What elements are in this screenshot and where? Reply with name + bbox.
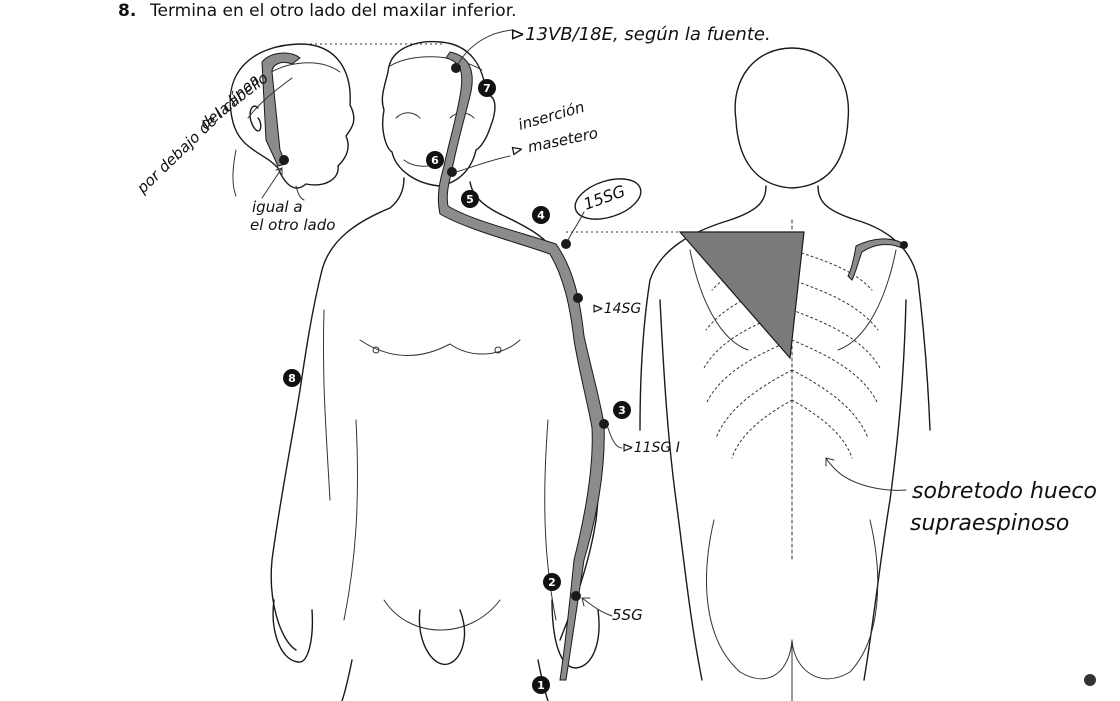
channel-point-wrist: [571, 591, 581, 601]
scan-speck: [1084, 674, 1096, 686]
svg-text:4: 4: [537, 209, 545, 222]
point-marker-7: 7: [478, 79, 496, 97]
channel-point-arm: [573, 293, 583, 303]
elbow-arrow: [608, 428, 622, 448]
shaded-triangle-region: [680, 232, 804, 358]
channel-point-top: [451, 63, 461, 73]
annotation-other-side-1: igual a: [252, 198, 303, 216]
svg-text:3: 3: [618, 404, 626, 417]
point-marker-5: 5: [461, 190, 479, 208]
svg-text:1: 1: [537, 679, 545, 692]
header-number: 8.: [118, 1, 136, 21]
annotation-arm-14: ⊳14SG: [592, 301, 641, 317]
point-marker-3: 3: [613, 401, 631, 419]
annotation-spine-1: sobretodo hueco: [912, 479, 1097, 504]
point-marker-6: 6: [426, 151, 444, 169]
svg-text:2: 2: [548, 576, 556, 589]
point-marker-1: 1: [532, 676, 550, 694]
channel-point-shoulder: [561, 239, 571, 249]
back-figure: [640, 48, 930, 701]
other-side-arrow: [262, 168, 282, 198]
annotation-spine-2: supraespinoso: [910, 511, 1069, 536]
svg-text:5: 5: [466, 193, 474, 206]
point-marker-4: 4: [532, 206, 550, 224]
point-marker-8: 8: [283, 369, 301, 387]
back-shoulder-channel: [848, 239, 904, 280]
side-head-point: [279, 155, 289, 165]
annotation-shoulder: 15SG: [581, 181, 628, 214]
header-text: Termina en el otro lado del maxilar infe…: [149, 1, 517, 21]
annotation-other-side-2: el otro lado: [250, 216, 335, 234]
masseter-arrow: [456, 156, 510, 172]
svg-text:7: 7: [483, 82, 491, 95]
annotation-source: ⊳13VB/18E, según la fuente.: [510, 24, 771, 45]
svg-text:6: 6: [431, 154, 439, 167]
wrist-arrow: [582, 598, 612, 616]
channel-point-elbow: [599, 419, 609, 429]
source-arrow: [458, 30, 512, 64]
back-shoulder-point: [900, 241, 908, 249]
side-head-channel: [262, 53, 300, 166]
point-marker-2: 2: [543, 573, 561, 591]
annotation-wrist-5: 5SG: [612, 606, 643, 624]
svg-text:8: 8: [288, 372, 296, 385]
side-head-figure: [230, 44, 354, 200]
shoulder-arrow: [568, 212, 584, 240]
